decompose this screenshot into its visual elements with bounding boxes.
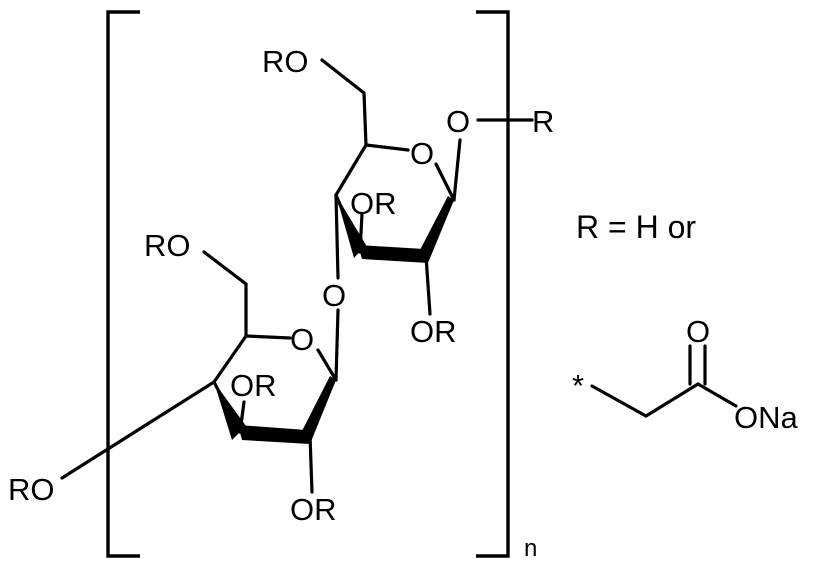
bond bbox=[202, 250, 248, 286]
left-bracket bbox=[106, 10, 140, 558]
bond bbox=[316, 348, 338, 382]
bottom-glucose-ring bbox=[60, 250, 338, 494]
bond bbox=[696, 382, 738, 408]
label-or-bottom-c2: OR bbox=[290, 492, 337, 527]
label-ro-top: RO bbox=[262, 44, 309, 79]
bond bbox=[320, 58, 366, 95]
bond bbox=[452, 138, 462, 202]
label-ro-middle: RO bbox=[144, 228, 191, 263]
bond bbox=[334, 308, 340, 382]
right-bracket bbox=[476, 10, 510, 558]
wedge-bond bbox=[358, 245, 428, 263]
repeat-unit-subscript: n bbox=[524, 535, 537, 562]
bond bbox=[434, 162, 456, 202]
wedge-bond bbox=[336, 195, 366, 258]
wedge-bond bbox=[214, 382, 246, 440]
wedge-bond bbox=[420, 196, 454, 263]
bond bbox=[308, 434, 314, 494]
label-or-top-c3: OR bbox=[350, 186, 397, 221]
label-carbonyl-oxygen: O bbox=[686, 314, 710, 349]
top-glucose-ring bbox=[320, 58, 534, 316]
bond bbox=[364, 143, 410, 152]
bond bbox=[212, 334, 248, 384]
bond bbox=[590, 384, 648, 418]
label-ro-bottom-left: RO bbox=[8, 472, 55, 507]
label-r-right: R bbox=[532, 104, 554, 139]
wedge-bond bbox=[302, 376, 336, 444]
carboxymethyl-group bbox=[590, 344, 738, 418]
bond bbox=[244, 334, 292, 340]
label-ring-oxygen-bottom: O bbox=[290, 322, 314, 357]
label-sodium-salt: ONa bbox=[734, 400, 799, 435]
label-ring-oxygen-top: O bbox=[410, 136, 434, 171]
wedge-bond bbox=[238, 425, 310, 444]
bond bbox=[334, 193, 340, 280]
bond bbox=[60, 380, 216, 480]
label-or-top-c2: OR bbox=[410, 314, 457, 349]
bond bbox=[644, 382, 700, 418]
label-glycosidic-oxygen-middle: O bbox=[322, 278, 346, 313]
bond bbox=[424, 254, 432, 316]
attachment-asterisk: * bbox=[572, 368, 584, 403]
label-glycosidic-oxygen-right: O bbox=[446, 104, 470, 139]
r-definition-text: R = H or bbox=[576, 209, 696, 245]
bond bbox=[334, 143, 368, 197]
bond bbox=[362, 91, 368, 147]
label-or-bottom-c3: OR bbox=[230, 368, 277, 403]
